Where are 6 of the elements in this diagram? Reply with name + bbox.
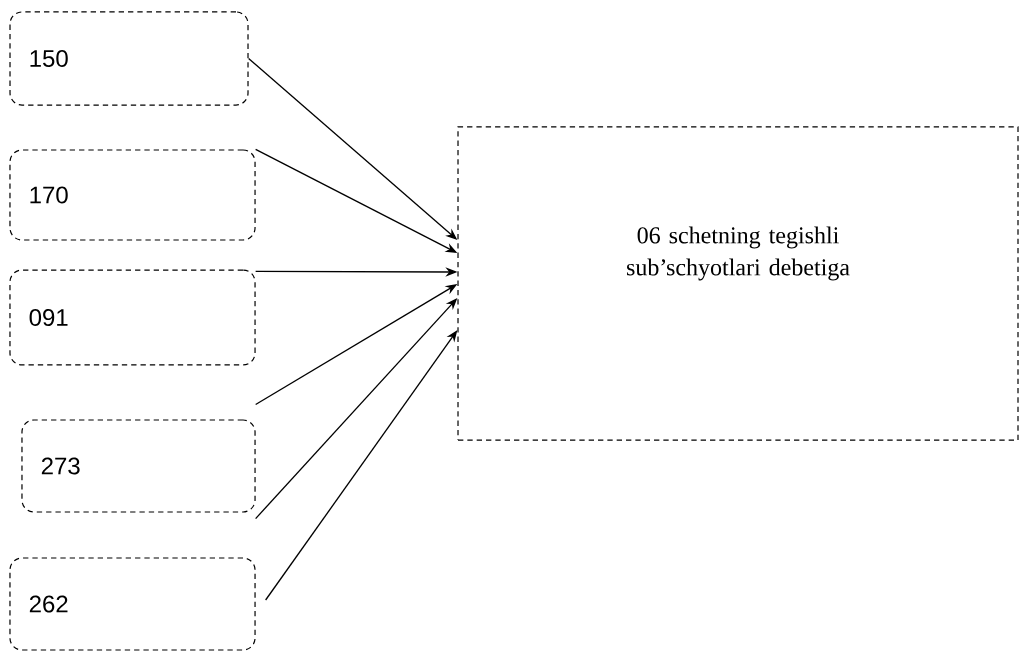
account-box: 262 xyxy=(9,557,256,651)
account-box: 170 xyxy=(9,149,256,241)
account-box: 150 xyxy=(9,11,249,106)
account-box: 273 xyxy=(21,419,256,513)
account-box: 091 xyxy=(9,269,256,366)
target-box: 06 schetning tegishli sub’schyotlari debetiga xyxy=(457,126,1019,441)
